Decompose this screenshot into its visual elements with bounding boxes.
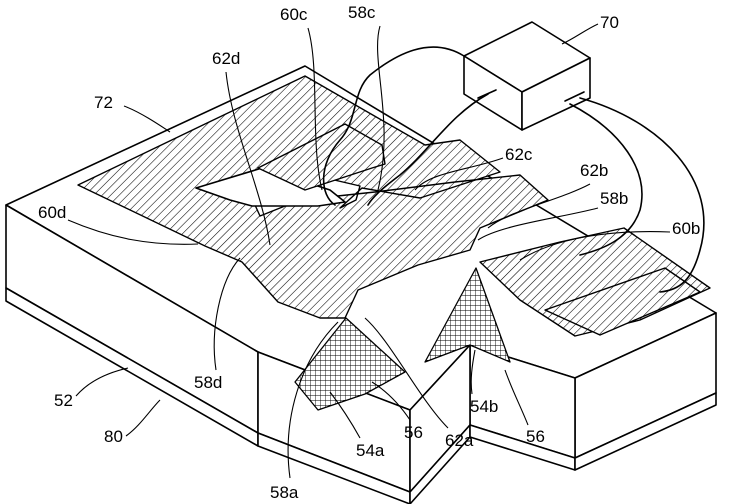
label-56-middle: 56	[404, 423, 423, 442]
label-58b: 58b	[600, 189, 628, 208]
label-62b: 62b	[580, 161, 608, 180]
label-56-right: 56	[526, 427, 545, 446]
label-72: 72	[94, 93, 113, 112]
label-62a: 62a	[445, 431, 474, 450]
label-58c: 58c	[348, 3, 376, 22]
label-58d: 58d	[194, 373, 222, 392]
label-60c: 60c	[280, 5, 308, 24]
label-58a: 58a	[270, 483, 299, 502]
leader-80	[126, 400, 160, 436]
label-54b: 54b	[470, 397, 498, 416]
label-54a: 54a	[356, 441, 385, 460]
label-52: 52	[54, 391, 73, 410]
controller-box-70	[464, 22, 590, 130]
leader-70	[562, 24, 598, 44]
leader-52	[76, 368, 128, 396]
label-60b: 60b	[672, 219, 700, 238]
label-60d: 60d	[38, 203, 66, 222]
label-62c: 62c	[505, 145, 533, 164]
label-80: 80	[104, 427, 123, 446]
leader-72	[124, 106, 170, 132]
label-62d: 62d	[212, 49, 240, 68]
label-70: 70	[600, 13, 619, 32]
